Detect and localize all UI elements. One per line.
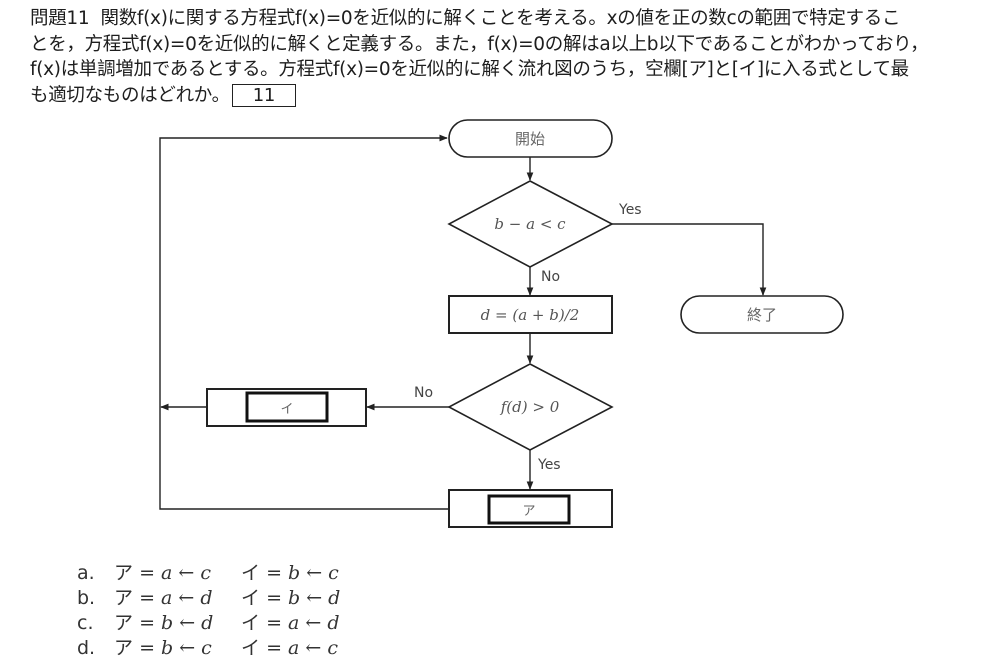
process-midpoint: d = (a + b)/2 [448, 295, 613, 334]
start-label: 開始 [515, 130, 545, 148]
choice-letter: a. [77, 562, 95, 584]
kana-a: ア [114, 587, 134, 609]
choice-blank-a-expr: ア = b ← c [114, 636, 241, 661]
decision-2-condition: f(d) > 0 [500, 398, 560, 416]
expr-a: = a ← c [139, 562, 211, 584]
kana-i: イ [241, 612, 261, 634]
blank-a-box: ア [448, 489, 613, 528]
process-midpoint-formula: d = (a + b)/2 [481, 306, 580, 324]
kana-a: ア [114, 562, 134, 584]
decision-1: b − a < c [447, 180, 614, 268]
kana-i: イ [241, 587, 261, 609]
decision-1-yes-label: Yes [618, 202, 642, 218]
question-line-1: 問題11 関数f(x)に関する方程式f(x)=0を近似的に解くことを考える。xの… [30, 6, 980, 32]
answer-choices: a. ア = a ← c イ = b ← c b. ア = a ← d イ = … [77, 561, 368, 661]
expr-a: = b ← c [139, 637, 212, 659]
end-label: 終了 [747, 306, 777, 324]
expr-i: = b ← c [266, 562, 339, 584]
kana-i: イ [241, 562, 261, 584]
expr-a: = a ← d [139, 587, 213, 609]
choice-d[interactable]: d. ア = b ← c イ = a ← c [77, 636, 368, 661]
start-terminator: 開始 [448, 119, 613, 158]
blank-i-box: イ [206, 388, 367, 427]
decision-2-no-label: No [414, 385, 433, 401]
loop-back-arrow [159, 134, 449, 510]
question-text: 問題11 関数f(x)に関する方程式f(x)=0を近似的に解くことを考える。xの… [30, 6, 980, 108]
expr-i: = a ← c [266, 637, 338, 659]
choice-c[interactable]: c. ア = b ← d イ = a ← d [77, 611, 368, 636]
choice-letter: b. [77, 587, 96, 609]
question-line-4: も適切なものはどれか。11 [30, 83, 980, 109]
decision-2-yes-label: Yes [537, 457, 561, 473]
choice-b[interactable]: b. ア = a ← d イ = b ← d [77, 586, 368, 611]
choice-blank-i-expr: イ = a ← d [241, 611, 368, 636]
arrow-decision1-yes-to-end [612, 223, 767, 296]
choice-blank-i-expr: イ = a ← c [241, 636, 368, 661]
kana-a: ア [114, 637, 134, 659]
end-terminator: 終了 [680, 295, 844, 334]
choice-letter: c. [77, 612, 94, 634]
answer-number-box: 11 [231, 84, 296, 107]
choice-letter: d. [77, 637, 96, 659]
expr-i: = a ← d [266, 612, 340, 634]
decision-1-condition: b − a < c [494, 215, 566, 233]
choice-a[interactable]: a. ア = a ← c イ = b ← c [77, 561, 368, 586]
decision-1-no-label: No [541, 269, 560, 285]
blank-i-label: イ [280, 402, 293, 417]
question-line-4-text: も適切なものはどれか。 [30, 84, 230, 106]
decision-2: f(d) > 0 [447, 363, 614, 451]
question-line-3: f(x)は単調増加であるとする。方程式f(x)=0を近似的に解く流れ図のうち，空… [30, 59, 909, 80]
choice-blank-a-expr: ア = a ← d [114, 586, 241, 611]
question-line-2: とを，方程式f(x)=0を近似的に解くと定義する。また，f(x)=0の解はa以上… [30, 33, 929, 55]
expr-a: = b ← d [139, 612, 214, 634]
kana-i: イ [241, 637, 261, 659]
expr-i: = b ← d [266, 587, 341, 609]
question-line-1-text: 関数f(x)に関する方程式f(x)=0を近似的に解くことを考える。xの値を正の数… [100, 8, 901, 29]
choice-blank-a-expr: ア = b ← d [114, 611, 241, 636]
choice-blank-i-expr: イ = b ← d [241, 586, 368, 611]
choice-blank-i-expr: イ = b ← c [241, 561, 368, 586]
blank-a-label: ア [522, 504, 535, 519]
kana-a: ア [114, 612, 134, 634]
choice-blank-a-expr: ア = a ← c [114, 561, 241, 586]
question-number: 問題11 [30, 8, 90, 29]
